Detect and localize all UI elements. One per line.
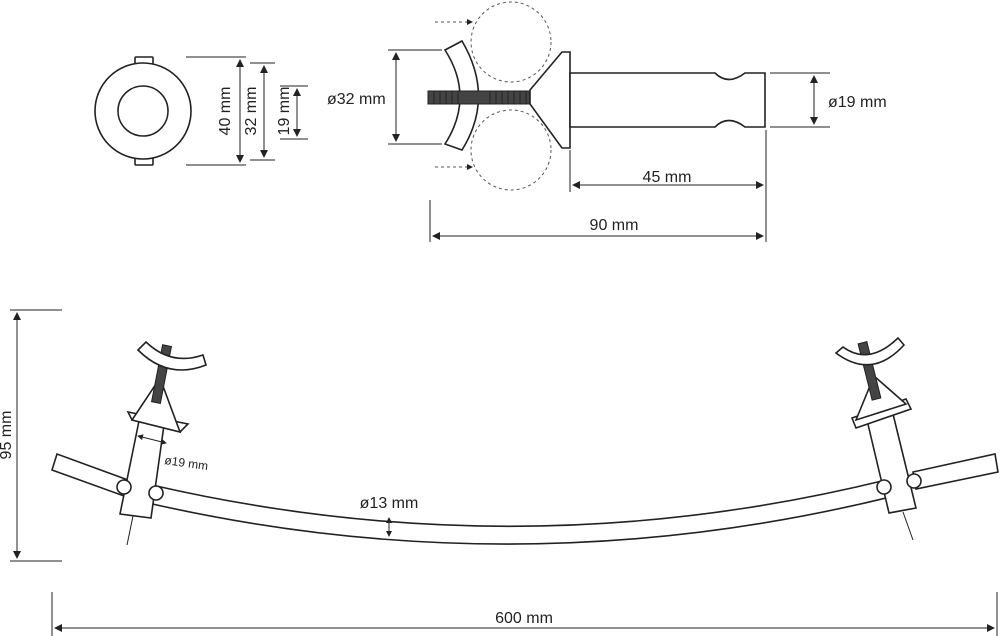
side-view-dimensions bbox=[388, 49, 830, 242]
clamp-diameter-label: ø32 mm bbox=[327, 91, 386, 108]
bracket-diameter-label: ø19 mm bbox=[164, 453, 210, 473]
front-mid-diameter-label: 32 mm bbox=[243, 87, 260, 136]
towel-bar-assembly bbox=[51, 336, 999, 546]
front-inner-diameter-label: 19 mm bbox=[276, 87, 293, 136]
rod-diameter-label: ø19 mm bbox=[828, 94, 887, 111]
overall-height-label: 95 mm bbox=[0, 411, 15, 460]
rod-length-label: 45 mm bbox=[643, 169, 692, 186]
front-outer-diameter-label: 40 mm bbox=[217, 87, 234, 136]
total-depth-label: 90 mm bbox=[590, 217, 639, 234]
overall-width-label: 600 mm bbox=[495, 610, 553, 627]
front-view-dimensions bbox=[186, 56, 308, 166]
front-view-rosette bbox=[94, 56, 192, 166]
assembly-dimensions bbox=[10, 309, 998, 636]
bar-diameter-label: ø13 mm bbox=[360, 495, 419, 512]
side-view-fitting bbox=[427, 1, 766, 191]
